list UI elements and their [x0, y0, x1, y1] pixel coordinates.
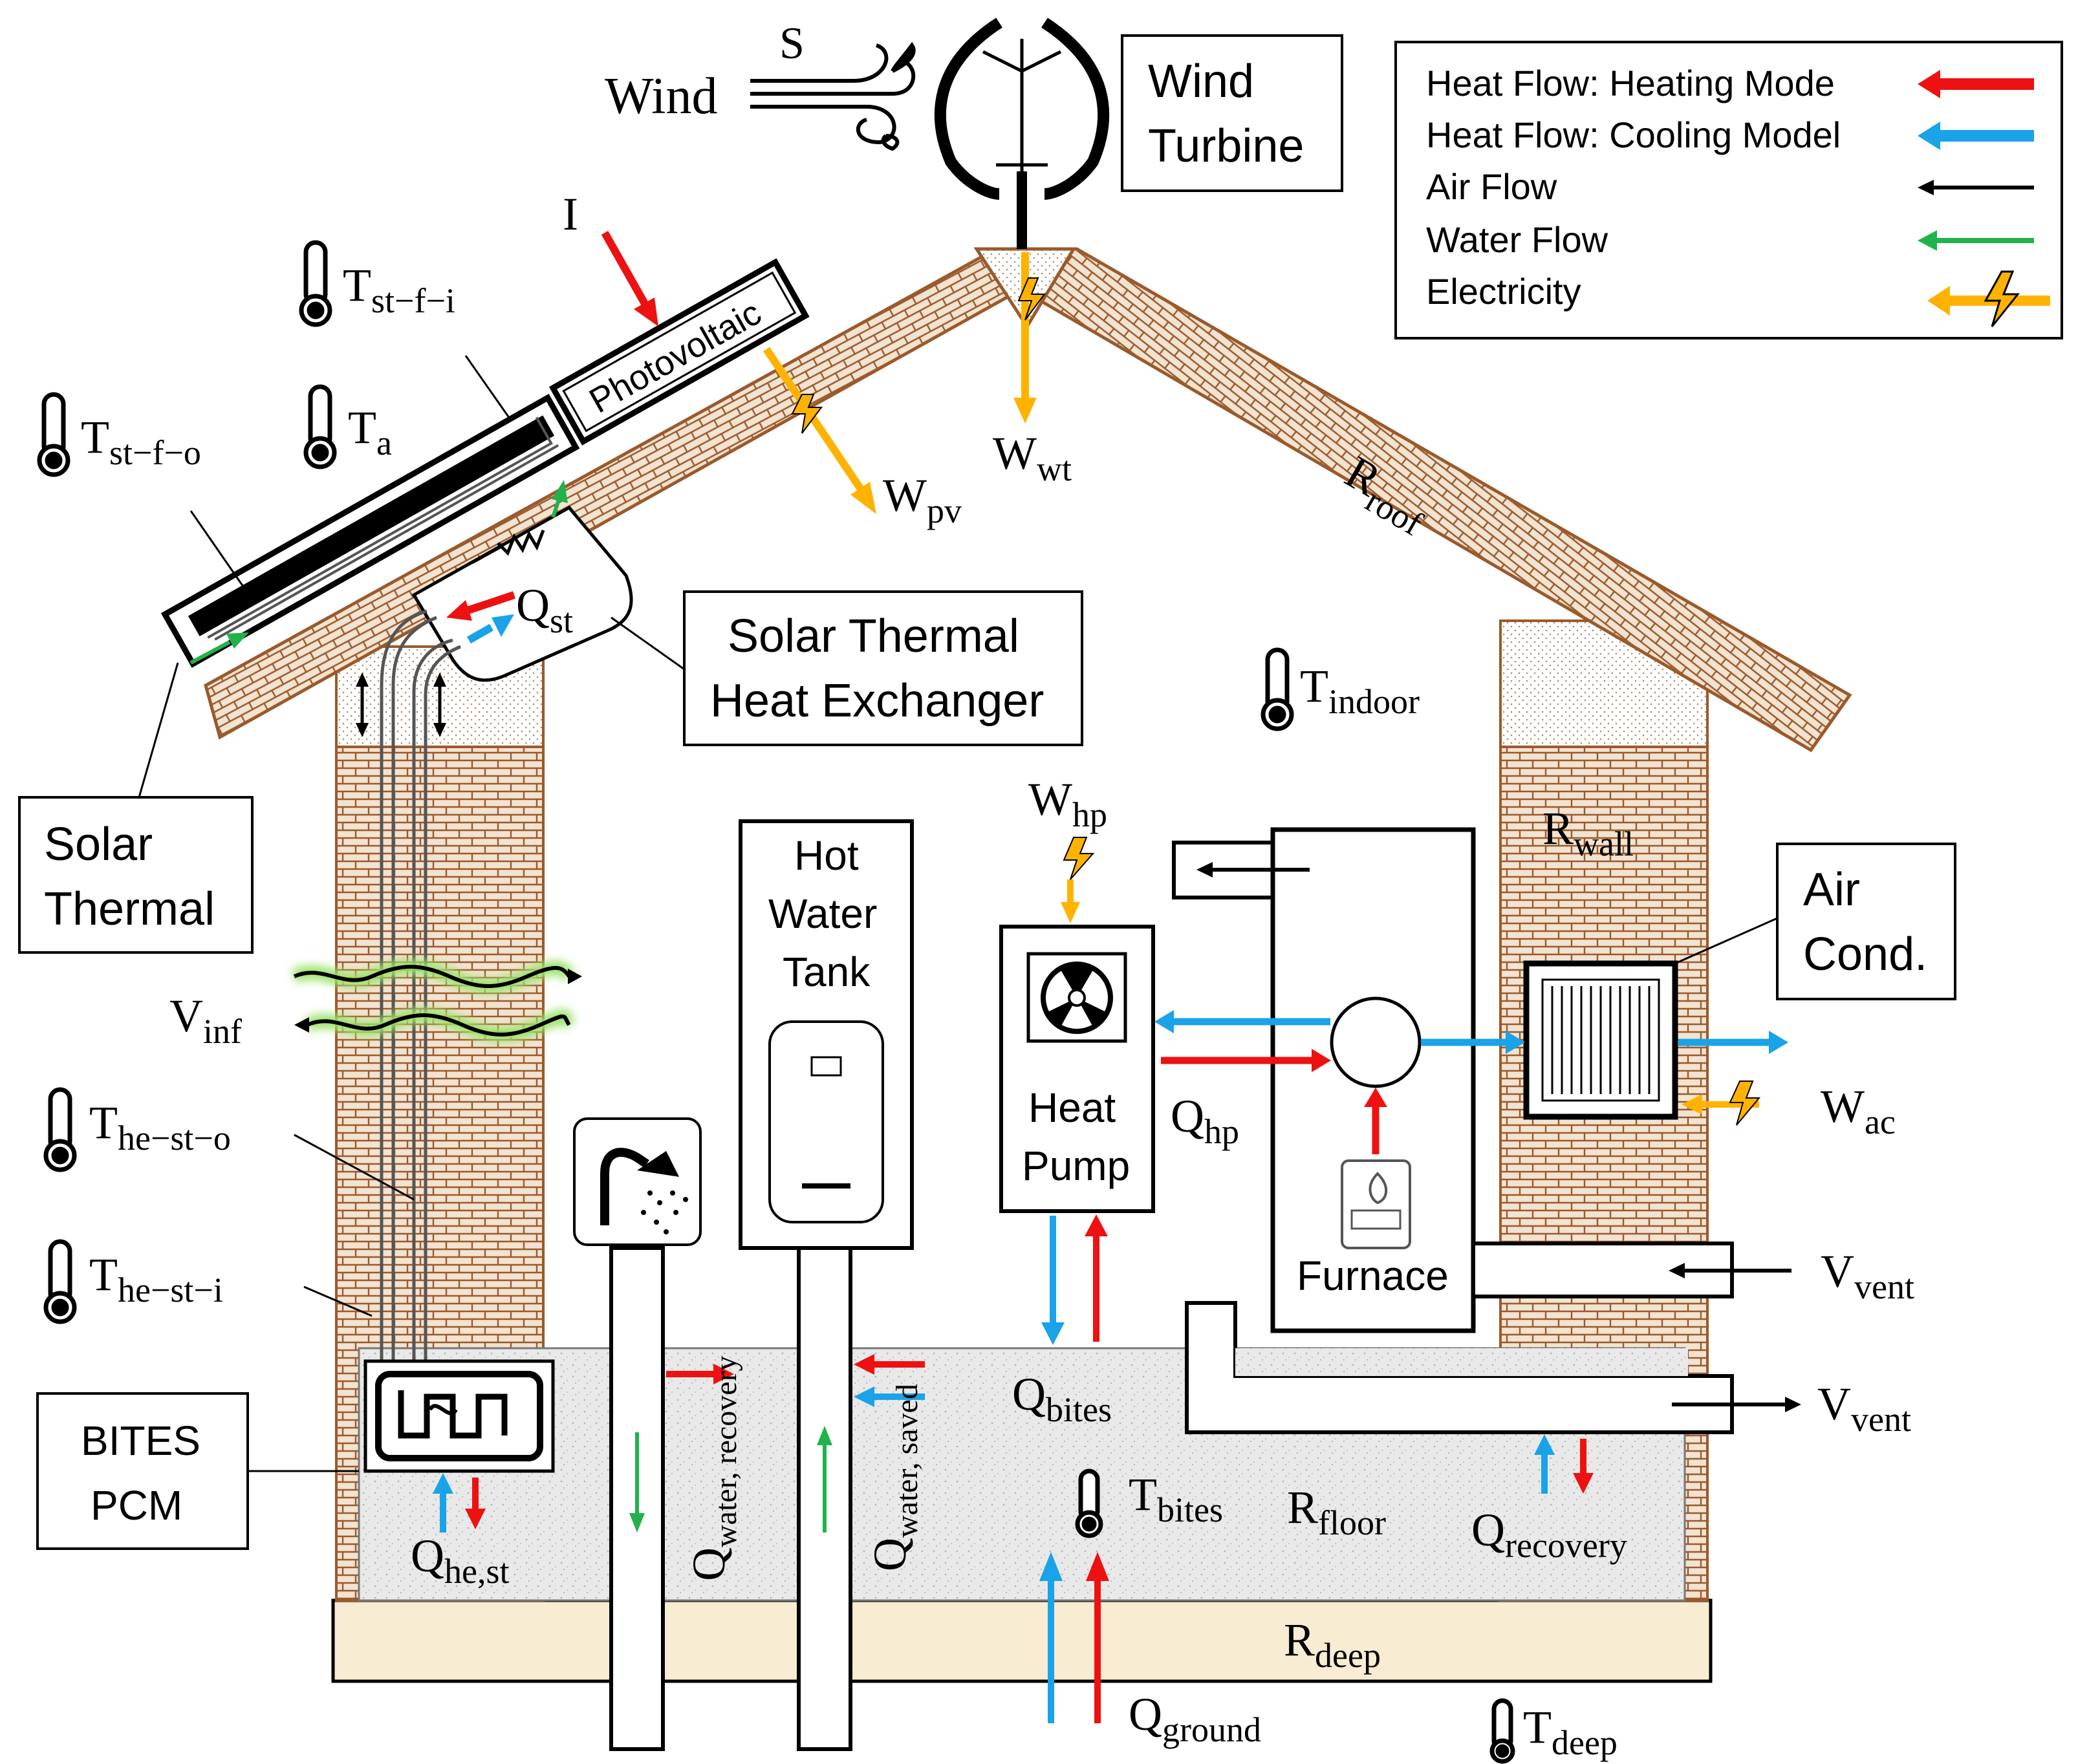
symbol-q-ground: Qground [1129, 1688, 1261, 1749]
solar-thermal-label-line2: Thermal [44, 883, 215, 935]
thermometer-icon [43, 1087, 77, 1172]
wind-turbine-label-line2: Turbine [1148, 120, 1304, 172]
solar-loop-pipes [380, 609, 461, 1364]
wind-turbine-label-line1: Wind [1148, 56, 1254, 107]
irradiance-label: I [563, 188, 578, 240]
symbol-v-vent-intake: Vvent [1821, 1245, 1914, 1306]
air-mixing-chamber [1330, 996, 1422, 1088]
symbol-q-bites: Qbites [1012, 1368, 1112, 1429]
thermometer-icon [1489, 1698, 1515, 1764]
irradiance-arrow [601, 231, 651, 309]
legend-electricity-label: Electricity [1426, 271, 1581, 312]
thermometer-icons [37, 240, 1515, 1764]
sthe-label-line2: Heat Exchanger [710, 675, 1044, 727]
legend [1394, 41, 2063, 339]
legend-cooling-label: Heat Flow: Cooling Model [1426, 114, 1841, 155]
hot-water-label-line2: Water [768, 890, 877, 937]
hot-water-label-line3: Tank [783, 949, 871, 995]
sthe-label-line1: Solar Thermal [728, 610, 1019, 662]
component-labels: Wind S Wind Turbine I Photovoltaic Solar… [44, 19, 1927, 1529]
shower-drain-pipe [609, 1246, 665, 1751]
symbol-t-bites: Tbites [1129, 1468, 1223, 1529]
hot-water-tank [739, 819, 914, 1751]
shower-icon [573, 1117, 702, 1246]
symbol-q-water-recovery: Qwater, recovery [683, 1355, 743, 1581]
heat-exchanger-coil-icon [471, 530, 545, 565]
symbol-q-he-st: Qhe,st [411, 1530, 510, 1591]
lightning-icon [1984, 270, 2020, 327]
furnace-label: Furnace [1297, 1253, 1449, 1299]
photovoltaic-panel [548, 258, 810, 446]
symbol-t-deep: Tdeep [1523, 1701, 1618, 1762]
shower [573, 1117, 702, 1751]
sthe-label-box [683, 590, 1083, 746]
symbol-t-he-st-o: The−st−o [89, 1097, 231, 1157]
symbol-t-st-f-i: Tst−f−i [343, 259, 455, 320]
wind-speed-label: S [779, 19, 805, 69]
symbol-t-a: Ta [348, 402, 392, 462]
symbol-r-floor: Rfloor [1287, 1481, 1386, 1542]
legend-water-label: Water Flow [1426, 219, 1608, 260]
turbine-blade-right [1041, 17, 1110, 200]
wind-turbine-label-box [1121, 34, 1343, 192]
flow-arrows [189, 231, 1801, 1723]
turbine-blade-left [934, 17, 1002, 200]
ventilation-exhaust-duct [1185, 1301, 1734, 1434]
solar-thermal-label-box [18, 796, 254, 954]
symbol-r-deep: Rdeep [1284, 1614, 1381, 1675]
air-conditioner [1523, 960, 1678, 1120]
symbol-t-he-st-i: The−st−i [89, 1249, 223, 1309]
wind-label: Wind [605, 68, 718, 125]
water-heater-icon [768, 1020, 884, 1223]
bites-label-line2: PCM [91, 1482, 182, 1529]
turbine-mast [1017, 171, 1027, 249]
symbol-q-hp: Qhp [1171, 1090, 1239, 1151]
deep-ground-layer [331, 1598, 1713, 1683]
thermometer-icon [43, 1239, 77, 1324]
symbol-w-ac: Wac [1821, 1081, 1896, 1141]
symbol-q-recovery: Qrecovery [1471, 1504, 1627, 1565]
bites-label-box [36, 1392, 249, 1550]
air-cond-label-line2: Cond. [1803, 929, 1927, 980]
legend-texts: Heat Flow: Heating Mode Heat Flow: Cooli… [1426, 63, 1841, 312]
bites-label-line1: BITES [81, 1417, 200, 1464]
heat-pump-label-line1: Heat [1028, 1084, 1116, 1131]
infiltration-wave-out [293, 965, 571, 988]
symbol-labels: Tst−f−i Tst−f−o Ta Wpv Wwt Rroof Qst Tin… [81, 259, 1914, 1762]
thermometer-icon [299, 240, 332, 327]
thermometer-icon [37, 392, 70, 477]
heat-pump-label-line2: Pump [1022, 1143, 1130, 1189]
solar-thermal-collector [160, 394, 580, 668]
callout-lines [138, 355, 1778, 1472]
symbol-q-st: Qst [516, 579, 573, 640]
thermometer-icon [1075, 1468, 1103, 1538]
symbol-q-water-saved: Qwater, saved [864, 1384, 924, 1571]
symbol-w-pv: Wpv [883, 469, 962, 530]
symbol-w-wt: Wwt [993, 427, 1072, 488]
wind-gust-icon [750, 41, 916, 151]
thermometer-icon [303, 384, 337, 469]
bites-pcm-exchanger [363, 1359, 555, 1473]
furnace-duct-system [1172, 827, 1734, 1434]
infiltration-wave-in [306, 1013, 571, 1037]
symbol-t-st-f-o: Tst−f−o [81, 411, 201, 472]
air-cond-label-line1: Air [1803, 864, 1860, 916]
symbol-v-inf: Vinf [169, 990, 242, 1051]
symbol-r-wall: Rwall [1542, 802, 1634, 863]
heat-pump [999, 925, 1155, 1213]
legend-air-label: Air Flow [1426, 166, 1557, 207]
thermometer-icon [1261, 647, 1294, 731]
hot-water-label-line1: Hot [794, 832, 859, 879]
solar-thermal-label-line1: Solar [44, 819, 153, 870]
symbol-w-hp: Whp [1028, 773, 1107, 834]
symbol-v-vent-exhaust: Vvent [1817, 1378, 1911, 1439]
symbol-t-indoor: Tindoor [1300, 660, 1420, 721]
wind-turbine [934, 17, 1110, 249]
air-cond-label-box [1776, 843, 1956, 1000]
legend-heating-label: Heat Flow: Heating Mode [1426, 63, 1835, 103]
